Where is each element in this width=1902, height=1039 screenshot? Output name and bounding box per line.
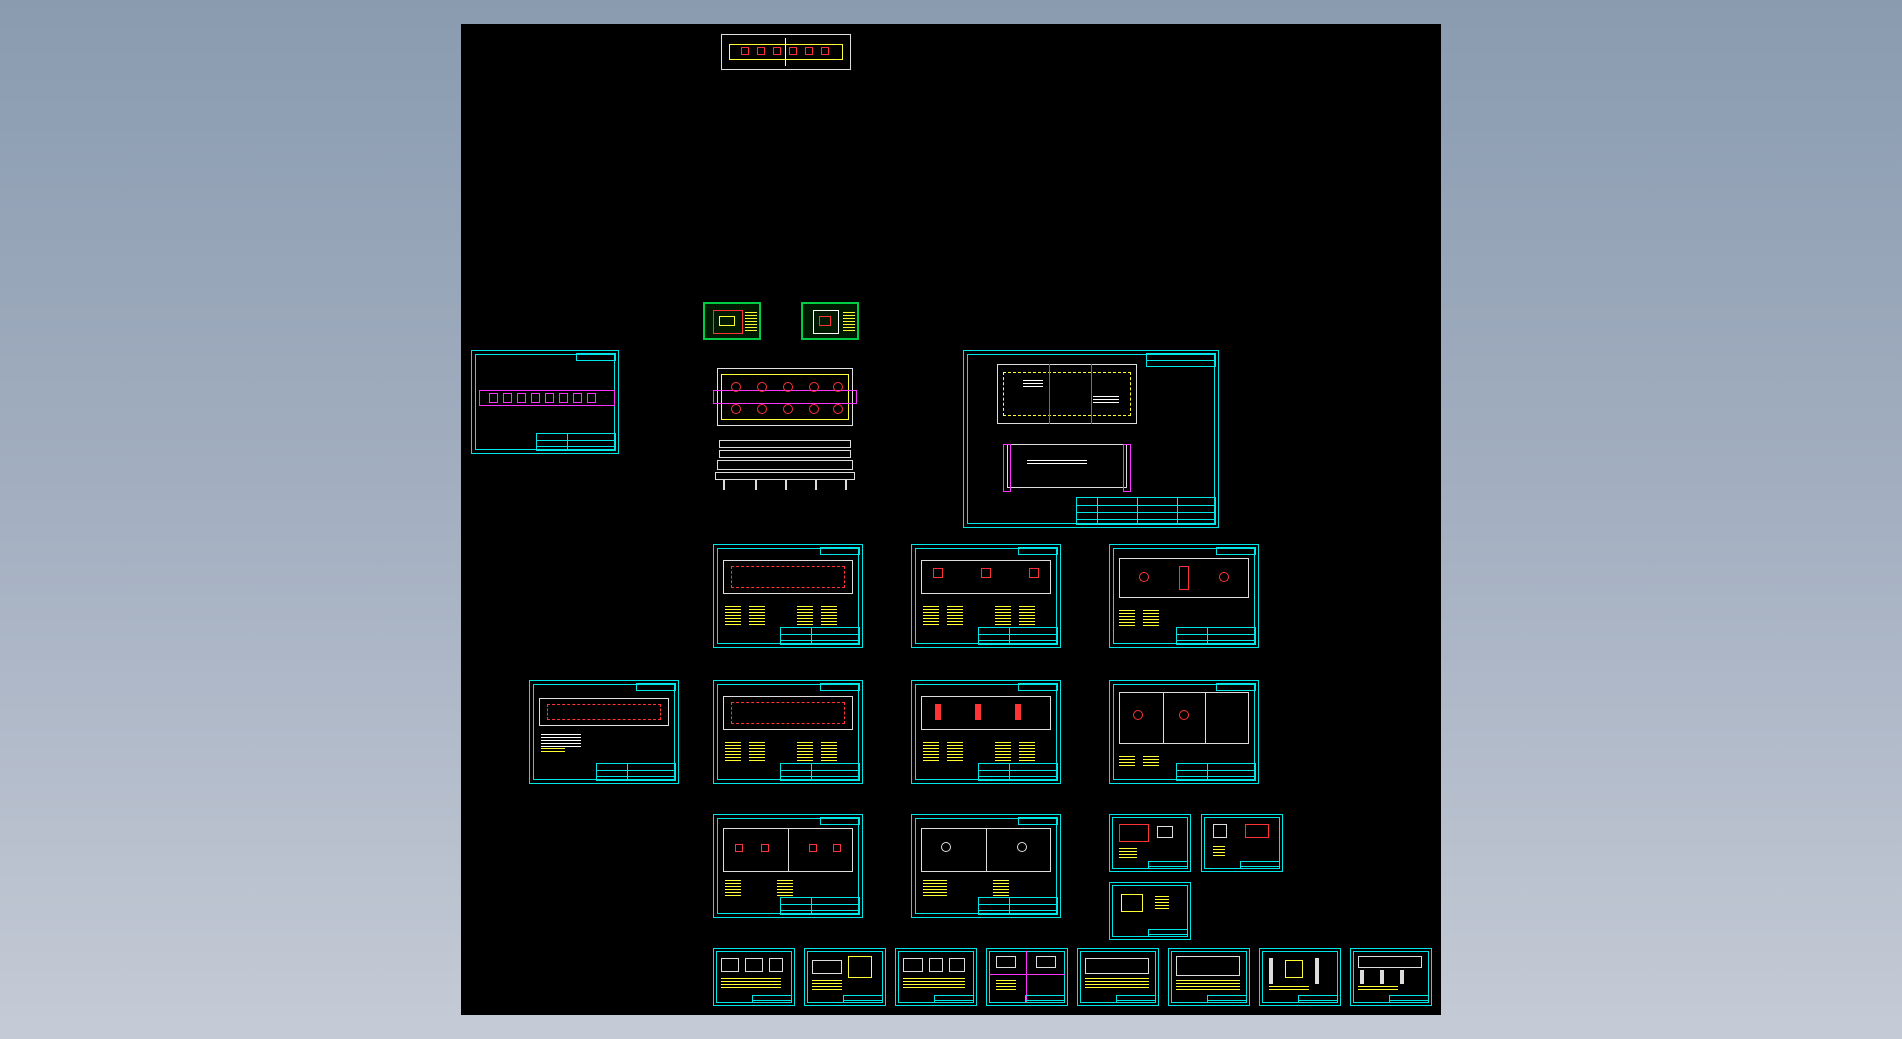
green-detail-sheet-2[interactable] <box>801 302 859 340</box>
strip-sheet-left[interactable] <box>471 350 619 454</box>
part-detail-sheet-2[interactable] <box>804 948 886 1006</box>
plate-section-view[interactable] <box>715 436 855 494</box>
part-detail-sheet-6[interactable] <box>1168 948 1250 1006</box>
part-detail-sheet-1[interactable] <box>713 948 795 1006</box>
plate-drawing-sheet-3[interactable] <box>1109 544 1259 648</box>
small-detail-sheet-3[interactable] <box>1109 882 1191 940</box>
plate-drawing-sheet-5[interactable] <box>713 680 863 784</box>
plate-plan-view[interactable] <box>713 368 857 426</box>
green-detail-sheet-1[interactable] <box>703 302 761 340</box>
plate-drawing-sheet-2[interactable] <box>911 544 1061 648</box>
cad-model-space[interactable] <box>461 24 1441 1015</box>
assembly-drawing-sheet[interactable] <box>963 350 1219 528</box>
plate-drawing-sheet-4[interactable] <box>529 680 679 784</box>
plate-drawing-sheet-8[interactable] <box>713 814 863 918</box>
part-detail-sheet-4[interactable] <box>986 948 1068 1006</box>
part-detail-sheet-5[interactable] <box>1077 948 1159 1006</box>
small-detail-sheet-2[interactable] <box>1201 814 1283 872</box>
small-detail-sheet-1[interactable] <box>1109 814 1191 872</box>
strip-layout-drawing[interactable] <box>721 34 851 70</box>
part-detail-sheet-7[interactable] <box>1259 948 1341 1006</box>
plate-drawing-sheet-6[interactable] <box>911 680 1061 784</box>
part-detail-sheet-3[interactable] <box>895 948 977 1006</box>
plate-drawing-sheet-9[interactable] <box>911 814 1061 918</box>
plate-drawing-sheet-7[interactable] <box>1109 680 1259 784</box>
part-detail-sheet-8[interactable] <box>1350 948 1432 1006</box>
plate-drawing-sheet-1[interactable] <box>713 544 863 648</box>
